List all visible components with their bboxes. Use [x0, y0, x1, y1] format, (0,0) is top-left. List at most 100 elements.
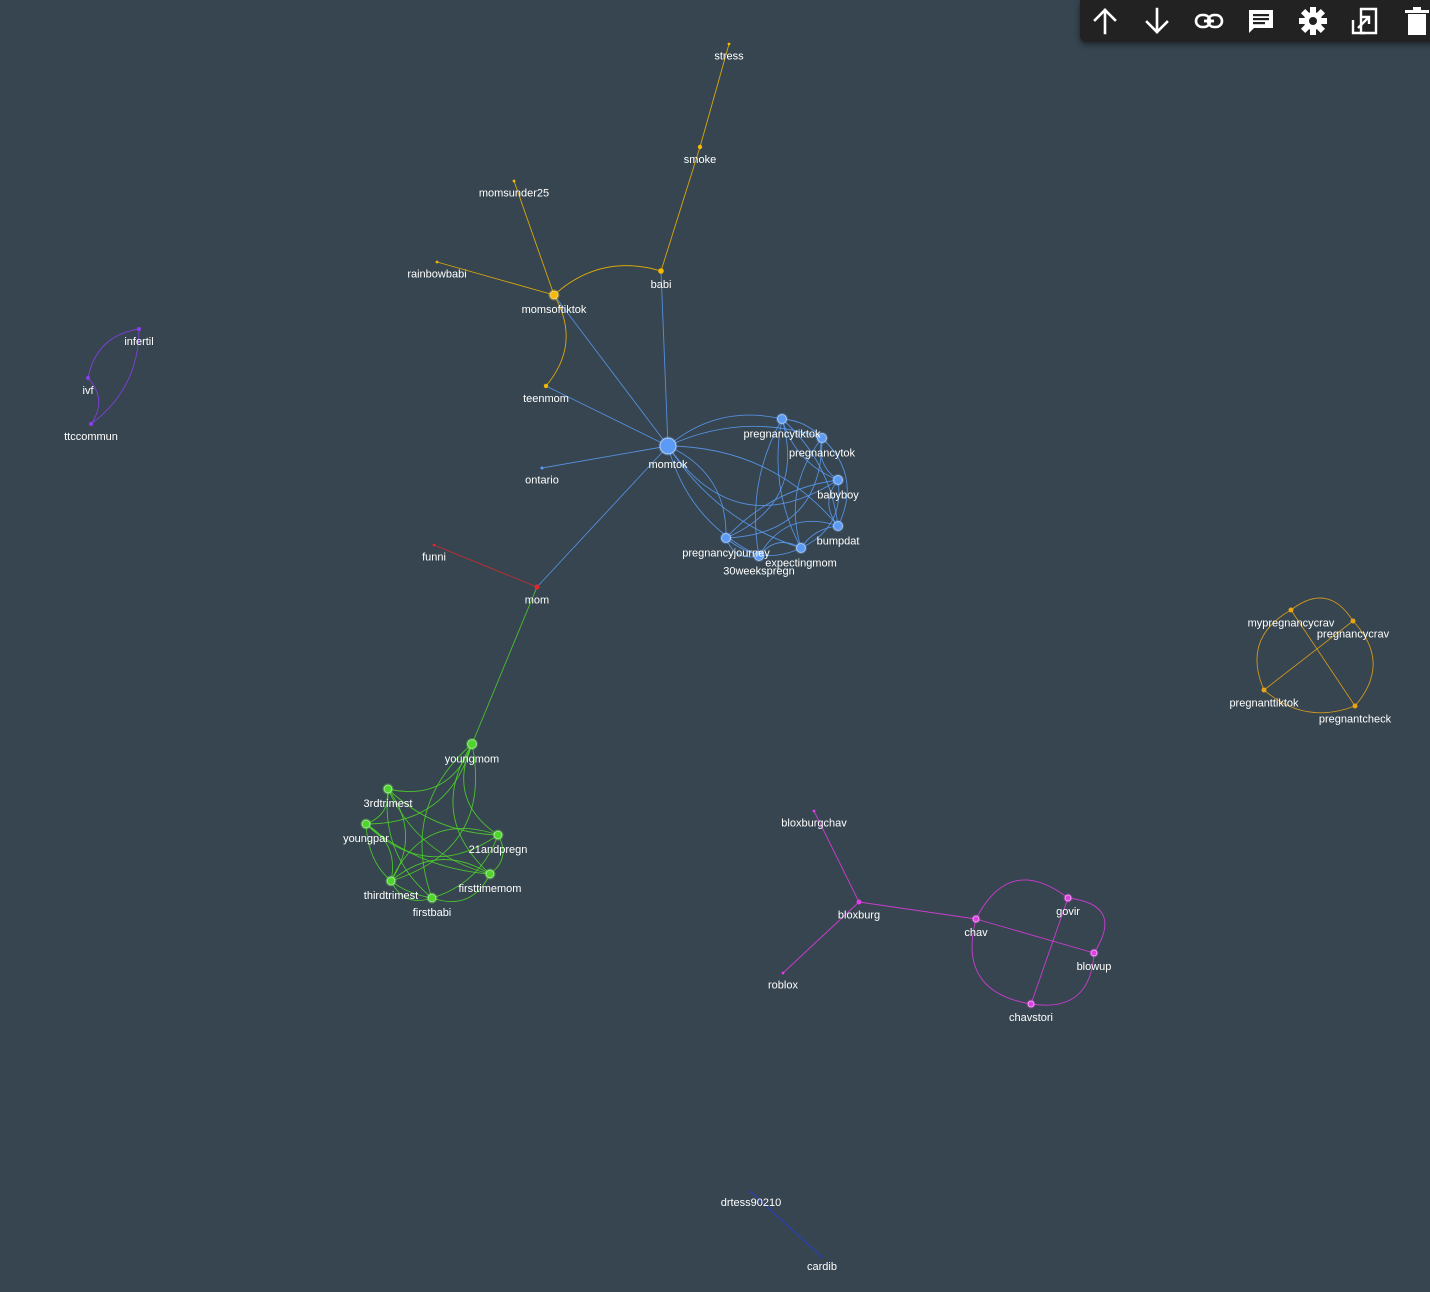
node-label-teenmom: teenmom	[523, 393, 569, 405]
edge-smoke-babi	[660, 146, 701, 272]
edge-pregnancytok-bumpdat	[821, 437, 848, 527]
node-rainbowbabi[interactable]	[435, 260, 439, 264]
edge-mypregnancycrav-pregnancycrav	[1290, 597, 1354, 622]
edge-babi-momtok	[660, 270, 669, 447]
node-chavstori[interactable]	[1027, 1000, 1035, 1008]
edge-pregnancytok-pregnancyjourney	[725, 437, 823, 539]
edge-infertil-ttccommun	[90, 328, 140, 425]
node-label-pregnancytiktok: pregnancytiktok	[743, 429, 821, 441]
edge-momtok-pregnancytiktok	[667, 414, 783, 447]
node-pregnancycrav[interactable]	[1350, 618, 1356, 624]
node-bloxburg[interactable]	[856, 899, 862, 905]
edge-bloxburgchav-bloxburg	[813, 810, 860, 903]
link-icon	[1194, 6, 1224, 36]
node-label-smoke: smoke	[684, 154, 716, 166]
node-blowup[interactable]	[1090, 949, 1098, 957]
node-ttccommun[interactable]	[89, 422, 93, 426]
edge-mypregnancycrav-pregnantcheck	[1290, 609, 1356, 707]
node-label-bumpdat: bumpdat	[817, 536, 860, 548]
node-3rdtrimest[interactable]	[383, 784, 393, 794]
node-label-expectingmom: expectingmom	[765, 558, 837, 570]
node-label-stress: stress	[714, 50, 744, 62]
node-label-momsoftiktok: momsoftiktok	[522, 304, 587, 316]
node-babyboy[interactable]	[833, 475, 843, 485]
node-label-pregnantcheck: pregnantcheck	[1319, 714, 1392, 726]
node-label-blowup: blowup	[1077, 961, 1112, 973]
node-pregnancyjourney[interactable]	[721, 533, 731, 543]
edge-youngmom-3rdtrimest	[387, 743, 473, 793]
node-youngmom[interactable]	[467, 739, 477, 749]
export-button[interactable]	[1350, 5, 1380, 37]
node-firstbabi[interactable]	[427, 893, 437, 903]
node-bumpdat[interactable]	[833, 521, 843, 531]
node-pregnancytok[interactable]	[817, 433, 827, 443]
node-roblox[interactable]	[781, 971, 785, 975]
node-label-firstbabi: firstbabi	[413, 907, 452, 919]
edge-youngpar-firsttimemom	[365, 823, 491, 875]
node-21andpregn[interactable]	[493, 830, 503, 840]
node-label-pregnanttiktok: pregnanttiktok	[1229, 698, 1299, 710]
node-mom[interactable]	[534, 584, 540, 590]
node-label-30weekspregn: 30weekspregn	[723, 566, 795, 578]
node-label-youngpar: youngpar	[343, 833, 389, 845]
node-drtess90210[interactable]	[750, 1191, 752, 1193]
node-30weekspregn[interactable]	[754, 551, 764, 561]
node-thirdtrimest[interactable]	[386, 876, 396, 886]
node-momtok[interactable]	[659, 437, 677, 455]
delete-button[interactable]	[1402, 5, 1430, 37]
node-mypregnancycrav[interactable]	[1288, 607, 1294, 613]
node-label-cardib: cardib	[807, 1261, 837, 1273]
edge-momtok-pregnancytok	[667, 425, 823, 447]
edge-ontario-momtok	[541, 445, 669, 469]
edge-momtok-30weekspregn	[667, 445, 760, 557]
node-smoke[interactable]	[697, 144, 703, 150]
node-pregnanttiktok[interactable]	[1261, 687, 1267, 693]
edge-mypregnancycrav-pregnanttiktok	[1256, 609, 1292, 691]
comment-button[interactable]	[1246, 5, 1276, 37]
edge-momsoftiktok-teenmom	[545, 294, 567, 387]
edge-stress-smoke	[699, 43, 730, 148]
node-momsunder25[interactable]	[512, 179, 516, 183]
node-expectingmom[interactable]	[796, 543, 806, 553]
labels-layer: momtokpregnancytiktokpregnancytokbabyboy…	[64, 50, 1391, 1273]
node-chav[interactable]	[972, 915, 980, 923]
node-infertil[interactable]	[137, 327, 141, 331]
node-momsoftiktok[interactable]	[549, 290, 559, 300]
edge-bloxburg-chav	[858, 901, 977, 920]
node-funni[interactable]	[432, 543, 436, 547]
node-firsttimemom[interactable]	[485, 869, 495, 879]
node-teenmom[interactable]	[543, 383, 549, 389]
node-ontario[interactable]	[540, 466, 544, 470]
node-label-pregnancytok: pregnancytok	[789, 448, 856, 460]
move-up-button[interactable]	[1090, 5, 1120, 37]
node-label-funni: funni	[422, 551, 446, 563]
node-ivf[interactable]	[86, 376, 90, 380]
edge-babi-momsoftiktok	[553, 265, 662, 296]
node-babi[interactable]	[658, 268, 664, 274]
node-pregnancytiktok[interactable]	[777, 414, 787, 424]
node-cardib[interactable]	[821, 1256, 823, 1258]
move-down-button[interactable]	[1142, 5, 1172, 37]
node-label-pregnancycrav: pregnancycrav	[1317, 629, 1390, 641]
edge-3rdtrimest-thirdtrimest	[387, 788, 407, 882]
arrow-down-icon	[1142, 6, 1172, 36]
node-label-bloxburgchav: bloxburgchav	[781, 817, 847, 829]
settings-button[interactable]	[1298, 5, 1328, 37]
node-label-babi: babi	[651, 279, 672, 291]
node-stress[interactable]	[727, 42, 731, 46]
edge-firsttimemom-thirdtrimest	[390, 859, 491, 882]
node-youngpar[interactable]	[361, 819, 371, 829]
link-button[interactable]	[1194, 5, 1224, 37]
edge-3rdtrimest-firsttimemom	[387, 788, 491, 875]
edge-3rdtrimest-21andpregn	[387, 788, 499, 836]
node-bloxburgchav[interactable]	[812, 809, 816, 813]
graph-toolbar	[1080, 0, 1430, 42]
edge-pregnanttiktok-pregnantcheck	[1263, 689, 1356, 714]
edge-firsttimemom-firstbabi	[431, 873, 491, 902]
node-govir[interactable]	[1064, 894, 1072, 902]
node-label-bloxburg: bloxburg	[838, 910, 880, 922]
gear-icon	[1298, 6, 1328, 36]
node-pregnantcheck[interactable]	[1352, 703, 1358, 709]
comment-icon	[1246, 6, 1276, 36]
